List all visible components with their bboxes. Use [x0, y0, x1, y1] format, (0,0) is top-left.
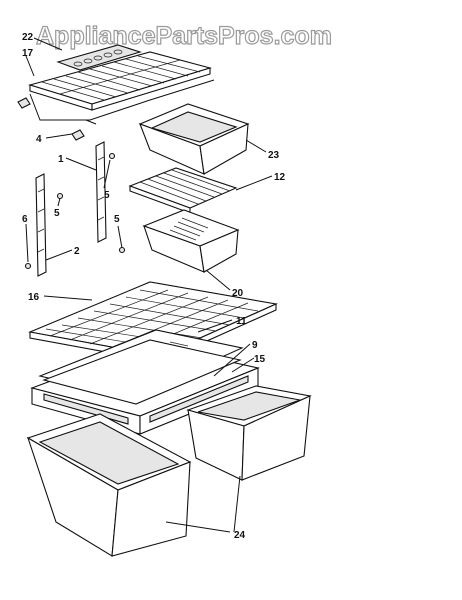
callout-15: 15 — [254, 354, 266, 365]
callout-20: 20 — [232, 288, 244, 299]
shelf-rail-left — [35, 173, 47, 277]
callout-16: 16 — [28, 292, 40, 303]
callout-2: 2 — [74, 246, 80, 257]
watermark-text: AppliancePartsPros.com — [36, 22, 332, 50]
callout-11: 11 — [236, 316, 247, 327]
callout-9: 9 — [252, 340, 258, 351]
crisper-bin-upper — [138, 103, 250, 175]
top-wire-shelf — [28, 51, 213, 111]
callout-4: 4 — [36, 134, 42, 145]
shelf-rail-egg-tray — [56, 44, 142, 71]
callout-24: 24 — [234, 530, 246, 541]
callout-23: 23 — [268, 150, 280, 161]
shelf-support-right — [71, 129, 85, 141]
shelf-rail-right — [95, 141, 107, 243]
callout-22: 22 — [22, 32, 34, 43]
pan-cover-shelf — [128, 167, 238, 214]
leader-lines — [25, 37, 273, 533]
crisper-drawer-right — [186, 385, 312, 481]
callout-6: 6 — [22, 214, 28, 225]
callout-5-right: 5 — [114, 214, 120, 225]
callout-17: 17 — [22, 48, 34, 59]
crisper-drawer-left — [26, 413, 192, 557]
callout-5-top: 5 — [104, 190, 110, 201]
callout-12: 12 — [274, 172, 286, 183]
glass-insert — [42, 339, 242, 405]
meat-pan — [142, 209, 240, 273]
shelf-support-left — [17, 97, 31, 109]
callout-1: 1 — [58, 154, 64, 165]
callout-5-left: 5 — [54, 208, 60, 219]
